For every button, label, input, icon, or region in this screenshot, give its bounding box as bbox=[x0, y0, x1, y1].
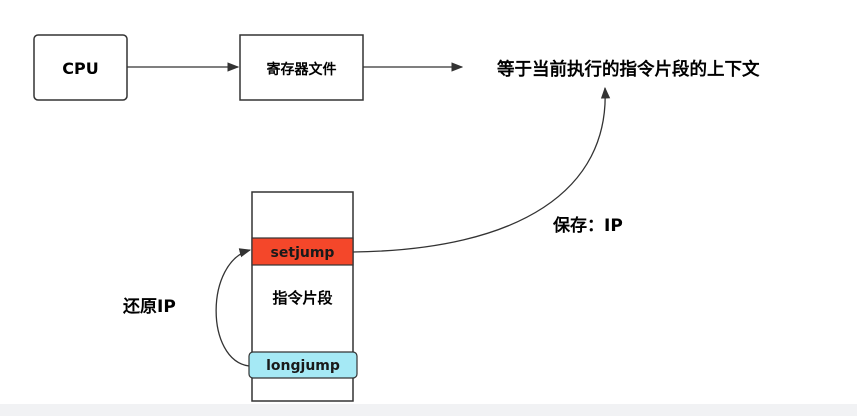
cpu-box: CPU bbox=[33, 34, 128, 101]
register-file-box: 寄存器文件 bbox=[239, 34, 364, 101]
cpu-label: CPU bbox=[62, 59, 98, 78]
bottom-bar bbox=[0, 404, 857, 416]
longjump-block: longjump bbox=[248, 351, 358, 379]
arrow-restore-ip bbox=[215, 248, 252, 367]
restore-label: 还原IP bbox=[122, 297, 176, 317]
setjump-block: setjump bbox=[251, 237, 354, 266]
setjump-label: setjump bbox=[271, 245, 335, 261]
diagram-canvas: CPU 寄存器文件 等于当前执行的指令片段的上下文 setjump 指令片段 l… bbox=[33, 34, 760, 402]
arrow-save-ip bbox=[352, 86, 611, 253]
segment-label: 指令片段 bbox=[272, 289, 332, 307]
register-label: 寄存器文件 bbox=[267, 61, 337, 78]
context-label: 等于当前执行的指令片段的上下文 bbox=[497, 59, 760, 80]
save-label: 保存：IP bbox=[552, 215, 623, 236]
longjump-label: longjump bbox=[266, 358, 340, 374]
